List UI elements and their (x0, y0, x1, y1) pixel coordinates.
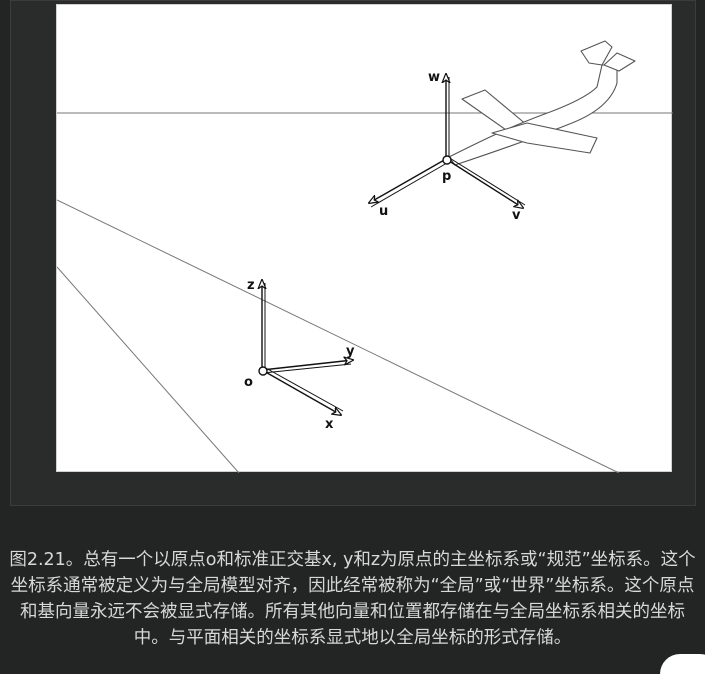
figure-panel: w p u v z o y x (10, 0, 696, 506)
floating-chat-button[interactable] (660, 654, 705, 674)
origin-o (258, 366, 268, 376)
local-frame-axes (369, 74, 526, 208)
airplane-outline (448, 40, 636, 166)
ground-line-upper (57, 199, 620, 473)
x-label: x (325, 417, 334, 432)
z-label: z (247, 278, 255, 293)
global-frame-axes (262, 280, 353, 415)
ground-line-lower (57, 266, 240, 473)
u-label: u (379, 204, 388, 219)
point-p (442, 155, 452, 165)
figure-caption: 图2.21。总有一个以原点o和标准正交基x, y和z为原点的主坐标系或“规范”坐… (9, 550, 696, 648)
v-axis (445, 158, 523, 208)
v-label: v (512, 208, 521, 223)
x-axis (261, 369, 341, 415)
w-label: w (428, 70, 440, 85)
p-label: p (442, 169, 451, 184)
coordinate-frames-diagram: w p u v z o y x (57, 40, 673, 473)
o-label: o (244, 375, 253, 390)
y-axis (261, 360, 353, 371)
figure-frame: w p u v z o y x (56, 4, 673, 473)
u-axis (369, 158, 447, 203)
y-label: y (346, 344, 355, 359)
